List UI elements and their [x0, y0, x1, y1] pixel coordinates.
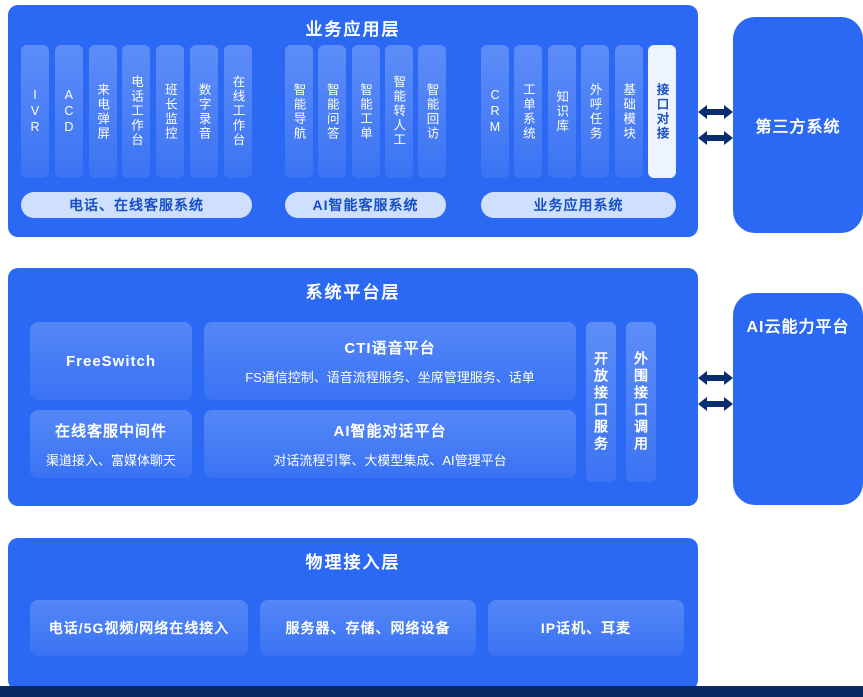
vtab-label: 外围接口调用	[633, 351, 649, 453]
app-item-label: 外呼任务	[587, 82, 602, 141]
app-item-label: 工单系统	[520, 82, 535, 141]
app-item: 基础模块	[614, 45, 643, 178]
app-item-label: ACD	[61, 87, 76, 136]
app-item: 电话工作台	[122, 45, 151, 178]
group-items: IVR ACD 来电弹屏 电话工作台 班长监控 数字录音 在线工作台	[21, 45, 252, 178]
double-arrow-icon	[698, 369, 733, 415]
cti-subtitle: FS通信控制、语音流程服务、坐席管理服务、话单	[245, 369, 535, 385]
app-item-label: 智能工单	[358, 82, 372, 141]
ai-dialog-subtitle: 对话流程引擎、大模型集成、AI管理平台	[273, 452, 507, 468]
app-item-label: 知识库	[554, 89, 569, 134]
app-item-label: 基础模块	[621, 82, 636, 141]
app-item-label: IVR	[28, 87, 42, 136]
physical-item-phones: IP话机、耳麦	[488, 600, 684, 656]
app-item-interface: 接口对接	[647, 45, 676, 178]
app-item: CRM	[481, 45, 509, 178]
app-item-label: 智能回访	[424, 82, 439, 141]
app-item: 智能导航	[285, 45, 313, 178]
app-item-label: 智能问答	[324, 82, 339, 141]
ai-dialog-title: AI智能对话平台	[333, 422, 447, 440]
app-item-label: 来电弹屏	[95, 82, 110, 141]
double-arrow-icon	[698, 103, 733, 149]
cti-voice-platform-box: CTI语音平台 FS通信控制、语音流程服务、坐席管理服务、话单	[204, 322, 576, 400]
peripheral-interface-call-tab: 外围接口调用	[626, 322, 656, 482]
app-item: 班长监控	[156, 45, 185, 178]
phone-online-service-group: IVR ACD 来电弹屏 电话工作台 班长监控 数字录音 在线工作台 电话、在线…	[21, 45, 252, 218]
freeswitch-box: FreeSwitch	[30, 322, 192, 400]
platform-layer-title: 系统平台层	[305, 283, 401, 302]
app-item: 外呼任务	[581, 45, 610, 178]
app-item-label: 接口对接	[654, 82, 669, 141]
app-item: 知识库	[547, 45, 576, 178]
ai-service-group: 智能导航 智能问答 智能工单 智能转人工 智能回访 AI智能客服系统	[285, 45, 446, 218]
platform-layer-panel: 系统平台层 FreeSwitch CTI语音平台 FS通信控制、语音流程服务、坐…	[8, 268, 698, 506]
business-app-group: CRM 工单系统 知识库 外呼任务 基础模块 接口对接 业务应用系统	[481, 45, 676, 218]
app-item: 智能问答	[318, 45, 347, 178]
online-middleware-title: 在线客服中间件	[54, 422, 167, 440]
ai-cloud-platform-box: AI云能力平台	[733, 293, 863, 505]
third-party-system-box: 第三方系统	[733, 17, 863, 233]
app-item-label: CRM	[488, 87, 502, 136]
app-item-label: 班长监控	[162, 82, 177, 141]
vtab-label: 开放接口服务	[593, 351, 609, 453]
app-item: 智能工单	[351, 45, 380, 178]
physical-layer-title: 物理接入层	[305, 553, 401, 572]
app-item-label: 智能导航	[291, 82, 306, 141]
cti-title: CTI语音平台	[344, 339, 436, 357]
physical-layer-panel: 物理接入层 电话/5G视频/网络在线接入 服务器、存储、网络设备 IP话机、耳麦	[8, 538, 698, 690]
app-item: 来电弹屏	[88, 45, 117, 178]
app-item-label: 电话工作台	[128, 75, 143, 148]
app-item: 智能回访	[418, 45, 446, 178]
ai-dialog-platform-box: AI智能对话平台 对话流程引擎、大模型集成、AI管理平台	[204, 410, 576, 478]
app-item-label: 智能转人工	[391, 75, 406, 148]
freeswitch-title: FreeSwitch	[65, 352, 157, 370]
business-layer-title: 业务应用层	[305, 20, 401, 39]
group-label: 电话、在线客服系统	[21, 192, 252, 218]
app-item-label: 数字录音	[196, 82, 211, 141]
app-item: ACD	[54, 45, 83, 178]
group-label: 业务应用系统	[481, 192, 676, 218]
app-item: 在线工作台	[223, 45, 252, 178]
group-label: AI智能客服系统	[285, 192, 446, 218]
footer-bar	[0, 686, 863, 697]
online-middleware-subtitle: 渠道接入、富媒体聊天	[45, 452, 176, 468]
app-item: 智能转人工	[384, 45, 413, 178]
open-interface-service-tab: 开放接口服务	[586, 322, 616, 482]
group-items: 智能导航 智能问答 智能工单 智能转人工 智能回访	[285, 45, 446, 178]
app-item: 数字录音	[190, 45, 219, 178]
physical-item-access: 电话/5G视频/网络在线接入	[30, 600, 248, 656]
online-middleware-box: 在线客服中间件 渠道接入、富媒体聊天	[30, 410, 192, 478]
app-item-label: 在线工作台	[230, 75, 245, 148]
physical-item-servers: 服务器、存储、网络设备	[260, 600, 476, 656]
app-item: 工单系统	[514, 45, 543, 178]
group-items: CRM 工单系统 知识库 外呼任务 基础模块 接口对接	[481, 45, 676, 178]
app-item: IVR	[21, 45, 49, 178]
business-layer-panel: 业务应用层 IVR ACD 来电弹屏 电话工作台 班长监控 数字录音 在线工作台…	[8, 5, 698, 237]
